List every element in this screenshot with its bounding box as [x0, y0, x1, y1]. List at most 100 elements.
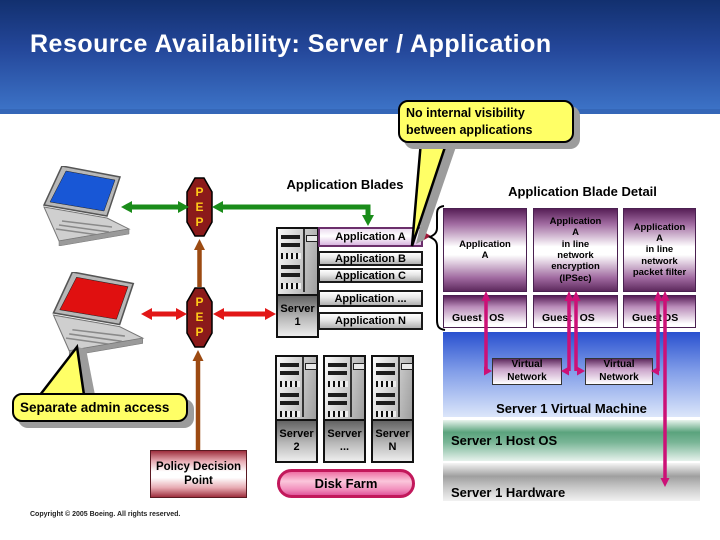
callout-no-internal-visibility: No internal visibility between applicati…: [398, 100, 574, 143]
copyright-notice: Copyright © 2005 Boeing. All rights rese…: [30, 511, 181, 518]
detail-line: A: [481, 250, 489, 261]
tower-bar: [281, 235, 300, 239]
server-name: Server: [375, 427, 410, 440]
server-n-label: Server N: [371, 419, 414, 463]
header-stripe: [0, 109, 720, 114]
tower-drive-slot: [306, 235, 318, 242]
policy-decision-point-box: Policy Decision Point: [150, 450, 247, 498]
blade-detail-title: Application Blade Detail: [508, 184, 657, 199]
server-1-label: Server 1: [276, 294, 319, 338]
pdp-line: Point: [184, 475, 213, 487]
laptop-screen: [59, 276, 129, 320]
os-label: OS: [663, 312, 679, 324]
server-n-tower: Server N: [371, 355, 414, 463]
hardware-label: Server 1 Hardware: [451, 485, 566, 500]
blade-application-c: Application C: [318, 268, 423, 283]
tower-divider: [302, 357, 304, 417]
tower-bar: [280, 393, 299, 397]
detail-app-a-packet-filter-box: Application A in line network packet fil…: [623, 208, 696, 292]
blade-application-b: Application B: [318, 251, 423, 266]
virtual-network-box-2: Virtual Network: [585, 358, 653, 385]
tower-bar: [328, 363, 347, 367]
pep-top: P E P: [186, 177, 213, 237]
tower-bar: [281, 273, 300, 277]
tower-vent: [281, 253, 301, 259]
tower-drive-slot: [305, 363, 317, 370]
tower-divider: [398, 357, 400, 417]
detail-line: Application: [633, 221, 686, 233]
server-1-hardware-bar: Server 1 Hardware: [443, 463, 700, 501]
tower-bar: [281, 243, 300, 247]
tower-vent: [328, 381, 348, 387]
client-laptop-red-icon: [52, 272, 145, 356]
detail-line: network: [557, 250, 594, 261]
server-1-tower: Server 1: [276, 227, 319, 338]
pdp-line: Policy Decision: [155, 460, 241, 473]
server-dots-label: Server ...: [323, 419, 366, 463]
tower-bar: [328, 393, 347, 397]
pep-letter: E: [195, 310, 204, 324]
application-blades-title: Application Blades: [286, 177, 404, 192]
tower-bar: [376, 401, 395, 405]
detail-line: A: [572, 227, 579, 239]
server-name: Server: [280, 302, 315, 315]
laptop-screen: [49, 170, 116, 212]
server-number: 1: [294, 316, 301, 328]
laptop-front-edge: [58, 228, 130, 246]
vn-line: Network: [507, 371, 547, 383]
page-title: Resource Availability: Server / Applicat…: [30, 30, 552, 58]
server-number: 2: [293, 441, 300, 453]
vn-line: Virtual: [511, 359, 543, 370]
server-name: Server: [327, 427, 362, 440]
header-banner: [0, 0, 720, 109]
server-number: ...: [339, 441, 350, 453]
guest-label: Guest: [452, 312, 482, 324]
detail-line: Application: [459, 238, 511, 250]
callout-line: Separate admin access: [20, 400, 170, 415]
pep-shape: [186, 287, 213, 348]
tower-bar: [280, 363, 299, 367]
blade-application-dots: Application ...: [318, 290, 423, 307]
pep-letter: E: [195, 199, 204, 214]
tower-vent: [328, 411, 348, 417]
tower-divider: [303, 229, 305, 292]
guest-os-box-3: Guest OS: [623, 295, 696, 328]
virtual-network-box-1: Virtual Network: [492, 358, 562, 385]
server-2-tower: Server 2: [275, 355, 318, 463]
disk-farm: Disk Farm: [277, 469, 415, 498]
brown-arrow-pep2-pep1: [194, 239, 205, 287]
pep-letter: P: [195, 184, 204, 199]
tower-vent: [280, 381, 300, 387]
guest-label: Guest: [632, 312, 662, 324]
callout-line: between applications: [406, 122, 533, 137]
detail-line: A: [656, 232, 663, 244]
green-arrow-pep1-application-a: [212, 201, 374, 226]
callout-line: No internal visibility: [406, 106, 525, 120]
detail-line: Application: [549, 215, 602, 227]
detail-line: encryption: [551, 261, 600, 273]
tower-vent: [281, 283, 301, 289]
tower-bar: [281, 265, 300, 269]
tower-drive-slot: [401, 363, 413, 370]
pep-letter: P: [195, 295, 204, 309]
detail-app-a-encryption-box: Application A in line network encryption…: [533, 208, 618, 292]
brown-arrow-pdp-pep2: [192, 350, 204, 450]
blade-application-n: Application N: [318, 312, 423, 330]
tower-vent: [376, 411, 396, 417]
client-laptop-blue-icon: [42, 166, 131, 246]
pep-letter: P: [195, 214, 204, 229]
os-label: OS: [489, 312, 505, 324]
vn-line: Network: [599, 371, 639, 383]
tower-bar: [328, 371, 347, 375]
tower-bar: [376, 363, 395, 367]
tower-bar: [376, 393, 395, 397]
tower-vent: [376, 381, 396, 387]
guest-os-box-2: Guest OS: [533, 295, 618, 328]
vn-line: Virtual: [603, 359, 635, 370]
tower-divider: [350, 357, 352, 417]
red-arrow-pep2-server1: [213, 308, 276, 320]
server-1-virtual-machine-panel: Server 1 Virtual Machine: [443, 332, 700, 417]
guest-label: Guest: [542, 312, 572, 324]
callout-separate-admin-access: Separate admin access: [12, 393, 188, 422]
